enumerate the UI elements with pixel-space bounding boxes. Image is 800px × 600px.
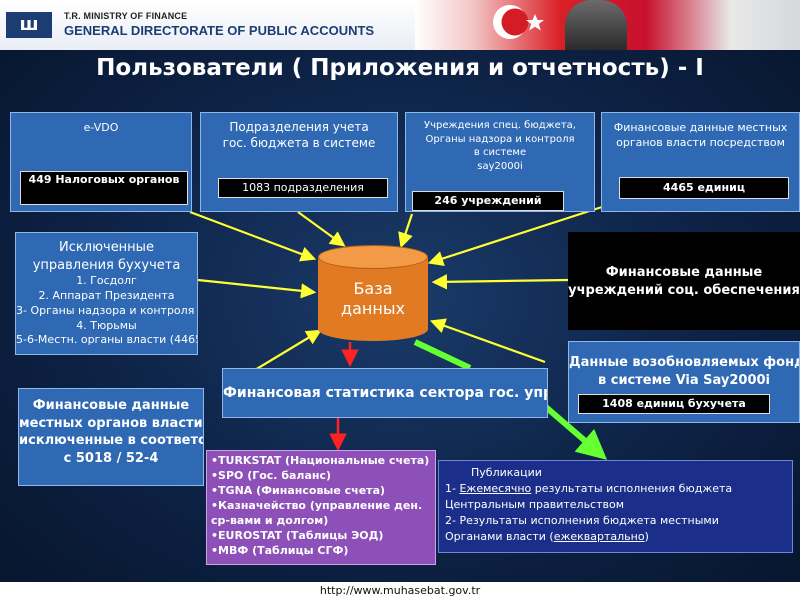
box-special-line3: в системе bbox=[473, 147, 527, 158]
publications-box: Публикации 1- Ежемесячно результаты испо… bbox=[438, 460, 793, 553]
box-excluded: Исключенные управления бухучета 1. Госдо… bbox=[15, 232, 198, 355]
publications-line1-prefix: 1- bbox=[445, 482, 460, 495]
publications-line2: Центральным правительством bbox=[445, 498, 625, 511]
output-item: ср-вами и долгом) bbox=[211, 514, 329, 527]
arrow-local-fin bbox=[427, 204, 606, 266]
output-item: •TGNA (Финансовые счета) bbox=[211, 484, 386, 497]
output-item: •EUROSTAT (Таблицы ЭОД) bbox=[211, 529, 384, 542]
box-special-line4: say2000i bbox=[477, 160, 523, 172]
database-top bbox=[318, 245, 428, 269]
arrow-excluded bbox=[197, 278, 317, 299]
database-cylinder: База данных bbox=[318, 245, 428, 341]
publications-quarterly-link: ежеквартально bbox=[553, 530, 645, 543]
publications-line1-rest: результаты исполнения бюджета bbox=[531, 482, 733, 495]
box-local-fin-line2: органов власти посредством bbox=[616, 135, 785, 149]
publications-line4-prefix: Органами власти ( bbox=[445, 530, 554, 543]
arrow-green-upper bbox=[413, 339, 472, 371]
box-social: Финансовые данные учреждений соц. обеспе… bbox=[568, 232, 800, 330]
box-social-line1: Финансовые данные bbox=[605, 265, 763, 280]
box-excluded-title2: управления бухучета bbox=[32, 257, 181, 273]
excluded-item: 2. Аппарат Президента bbox=[38, 288, 175, 302]
portrait-image bbox=[565, 0, 627, 50]
arrow-special bbox=[398, 213, 414, 249]
arrow-subdivisions bbox=[297, 211, 346, 247]
box-excluded-title1: Исключенные bbox=[59, 240, 154, 255]
box-special-line2: Органы надзора и контроля bbox=[425, 133, 575, 145]
output-item: •SPO (Гос. баланс) bbox=[211, 469, 332, 482]
footer-bar bbox=[0, 582, 800, 600]
tag-local-fin: 4465 единиц bbox=[619, 177, 789, 199]
slide-title: Пользователи ( Приложения и отчетность) … bbox=[96, 55, 704, 81]
excluded-item: 5-6-Местн. органы власти (4465 ) bbox=[16, 333, 198, 347]
database-body bbox=[318, 257, 428, 329]
box-statistics: Финансовая статистика сектора гос. управ… bbox=[222, 368, 548, 418]
outputs-box: •TURKSTAT (Национальные счета) •SPO (Гос… bbox=[206, 450, 436, 565]
arrow-renewable bbox=[429, 318, 546, 364]
publications-line4-suffix: ) bbox=[644, 530, 649, 543]
publications-line3: 2- Результаты исполнения бюджета местным… bbox=[445, 514, 719, 527]
org-line-1: T.R. MINISTRY OF FINANCE bbox=[64, 11, 188, 21]
arrow-social bbox=[431, 274, 569, 290]
box-statistics-label: Финансовая статистика сектора гос. управ… bbox=[223, 385, 547, 401]
excluded-item: 4. Тюрьмы bbox=[76, 318, 137, 332]
header-bar: ш T.R. MINISTRY OF FINANCE GENERAL DIREC… bbox=[0, 0, 800, 50]
tag-evdo: 449 Налоговых органов bbox=[20, 171, 188, 205]
footer-url[interactable]: http://www.muhasebat.gov.tr bbox=[319, 584, 481, 597]
publications-line1: 1- Ежемесячно результаты исполнения бюдж… bbox=[445, 481, 786, 497]
output-item: •МВФ (Таблицы СГФ) bbox=[211, 544, 349, 557]
output-item: •Казначейство (управление ден. bbox=[211, 499, 423, 512]
box-special-line1: Учреждения спец. бюджета, bbox=[424, 120, 576, 131]
box-local-excl-line3: исключенные в соответствии bbox=[19, 433, 203, 449]
crescent-star-icon bbox=[493, 5, 544, 39]
publications-title: Публикации bbox=[471, 466, 542, 479]
box-local-excl-line1: Финансовые данные bbox=[32, 398, 190, 413]
box-evdo-title: e-VDO bbox=[83, 121, 119, 134]
excluded-item: 1. Госдолг bbox=[76, 274, 137, 288]
box-local-excl-line2: местных органов власти, bbox=[19, 415, 204, 431]
box-social-line2: учреждений соц. обеспечения bbox=[568, 283, 800, 298]
tag-special: 246 учреждений bbox=[412, 191, 564, 211]
box-local-fin-line1: Финансовые данные местных bbox=[613, 121, 788, 134]
excluded-item: 3- Органы надзора и контроля (4) bbox=[16, 303, 198, 317]
ministry-logo: ш bbox=[6, 12, 52, 38]
output-item: •TURKSTAT (Национальные счета) bbox=[211, 454, 430, 467]
database-label-line1: База bbox=[353, 279, 393, 298]
box-local-excl-line4: с 5018 / 52-4 bbox=[63, 450, 159, 466]
publications-monthly-link: Ежемесячно bbox=[459, 482, 532, 495]
arrow-evdo bbox=[189, 210, 317, 262]
database-label-line2: данных bbox=[341, 299, 405, 318]
box-renewable-line2: в системе Via Say2000i bbox=[597, 372, 771, 388]
tag-renewable: 1408 единиц бухучета bbox=[578, 394, 770, 414]
arrow-green-lower bbox=[538, 399, 608, 460]
org-line-2: GENERAL DIRECTORATE OF PUBLIC ACCOUNTS bbox=[64, 23, 375, 38]
database-label: База данных bbox=[318, 279, 428, 319]
box-local-excl: Финансовые данные местных органов власти… bbox=[18, 388, 204, 486]
box-renewable-line1: Данные возобновляемых фондов bbox=[569, 355, 800, 370]
publications-line4: Органами власти (ежеквартально) bbox=[445, 529, 786, 545]
tag-subdivisions: 1083 подразделения bbox=[218, 178, 388, 198]
box-subdivisions-title: Подразделения учета гос. бюджета в систе… bbox=[222, 120, 376, 151]
